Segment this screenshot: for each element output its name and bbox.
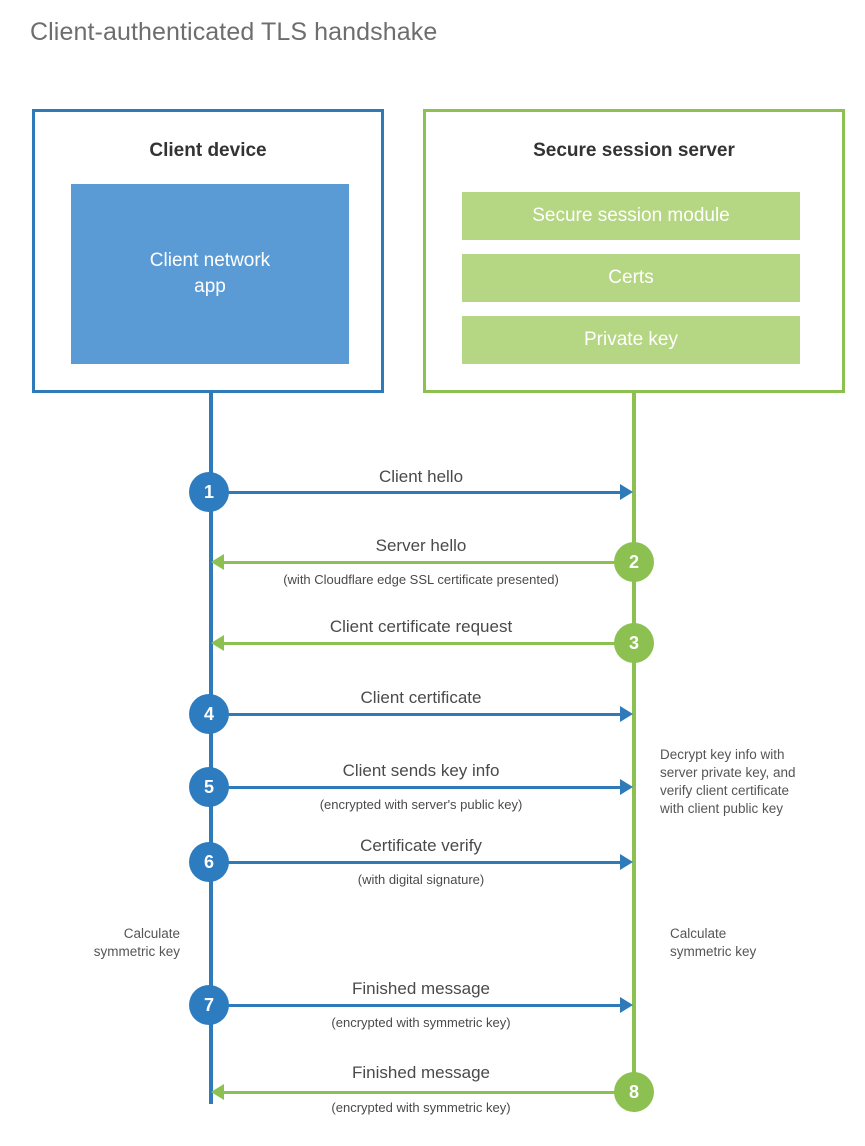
note-server-calc-line-2: symmetric key <box>670 944 757 959</box>
message-sublabel-5: (encrypted with server's public key) <box>319 797 523 812</box>
client-device-box: Client device Client network app <box>32 109 384 393</box>
step-circle-7[interactable]: 7 <box>189 985 229 1025</box>
client-network-app-block: Client network app <box>71 184 349 364</box>
secure-session-server-box: Secure session server Secure session mod… <box>423 109 845 393</box>
client-network-app-label: Client network app <box>150 248 270 300</box>
server-component-private-key: Private key <box>462 316 800 364</box>
message-line-4 <box>211 713 623 716</box>
page-title: Client-authenticated TLS handshake <box>30 18 438 46</box>
message-label-8: Finished message <box>352 1063 490 1082</box>
message-line-2 <box>222 561 634 564</box>
arrow-head-right-1 <box>620 484 633 500</box>
message-label-5: Client sends key info <box>342 761 500 780</box>
message-label-6: Certificate verify <box>360 836 482 855</box>
secure-session-server-title: Secure session server <box>533 140 735 161</box>
server-component-certs: Certs <box>462 254 800 302</box>
note-server-decrypt-line-3: verify client certificate <box>660 783 790 798</box>
message-sublabel-2: (with Cloudflare edge SSL certificate pr… <box>283 572 559 587</box>
note-server-decrypt-line-4: with client public key <box>660 801 784 816</box>
step-circle-6[interactable]: 6 <box>189 842 229 882</box>
message-line-6 <box>211 861 623 864</box>
client-app-line-1: Client network <box>149 250 271 271</box>
message-line-1 <box>211 491 623 494</box>
message-label-4: Client certificate <box>360 688 482 707</box>
note-server-calculate-symmetric-key: Calculate symmetric key <box>670 925 840 961</box>
step-circle-4[interactable]: 4 <box>189 694 229 734</box>
step-circle-2[interactable]: 2 <box>614 542 654 582</box>
note-client-calc-line-1: Calculate <box>123 926 180 941</box>
client-lifeline <box>209 392 213 1104</box>
arrow-head-left-3 <box>211 635 224 651</box>
message-line-7 <box>211 1004 623 1007</box>
arrow-head-right-4 <box>620 706 633 722</box>
arrow-head-right-6 <box>620 854 633 870</box>
message-sublabel-8: (encrypted with symmetric key) <box>331 1100 511 1115</box>
message-label-1: Client hello <box>378 467 464 486</box>
message-line-3 <box>222 642 634 645</box>
message-sublabel-7: (encrypted with symmetric key) <box>331 1015 511 1030</box>
message-sublabel-6: (with digital signature) <box>357 872 485 887</box>
arrow-head-left-2 <box>211 554 224 570</box>
client-device-title: Client device <box>149 140 267 161</box>
client-app-line-2: app <box>194 276 226 297</box>
server-lifeline <box>632 392 636 1092</box>
arrow-head-left-8 <box>211 1084 224 1100</box>
step-circle-8[interactable]: 8 <box>614 1072 654 1112</box>
server-component-secure-session-module: Secure session module <box>462 192 800 240</box>
note-server-decrypt: Decrypt key info with server private key… <box>660 746 840 818</box>
note-client-calc-line-2: symmetric key <box>93 944 180 959</box>
message-label-7: Finished message <box>352 979 490 998</box>
message-label-3: Client certificate request <box>329 617 513 636</box>
message-label-2: Server hello <box>375 536 467 555</box>
arrow-head-right-7 <box>620 997 633 1013</box>
note-client-calculate-symmetric-key: Calculate symmetric key <box>20 925 180 961</box>
step-circle-5[interactable]: 5 <box>189 767 229 807</box>
step-circle-3[interactable]: 3 <box>614 623 654 663</box>
message-line-5 <box>211 786 623 789</box>
arrow-head-right-5 <box>620 779 633 795</box>
note-server-calc-line-1: Calculate <box>670 926 727 941</box>
message-line-8 <box>222 1091 634 1094</box>
note-server-decrypt-line-2: server private key, and <box>660 765 796 780</box>
note-server-decrypt-line-1: Decrypt key info with <box>660 747 785 762</box>
step-circle-1[interactable]: 1 <box>189 472 229 512</box>
